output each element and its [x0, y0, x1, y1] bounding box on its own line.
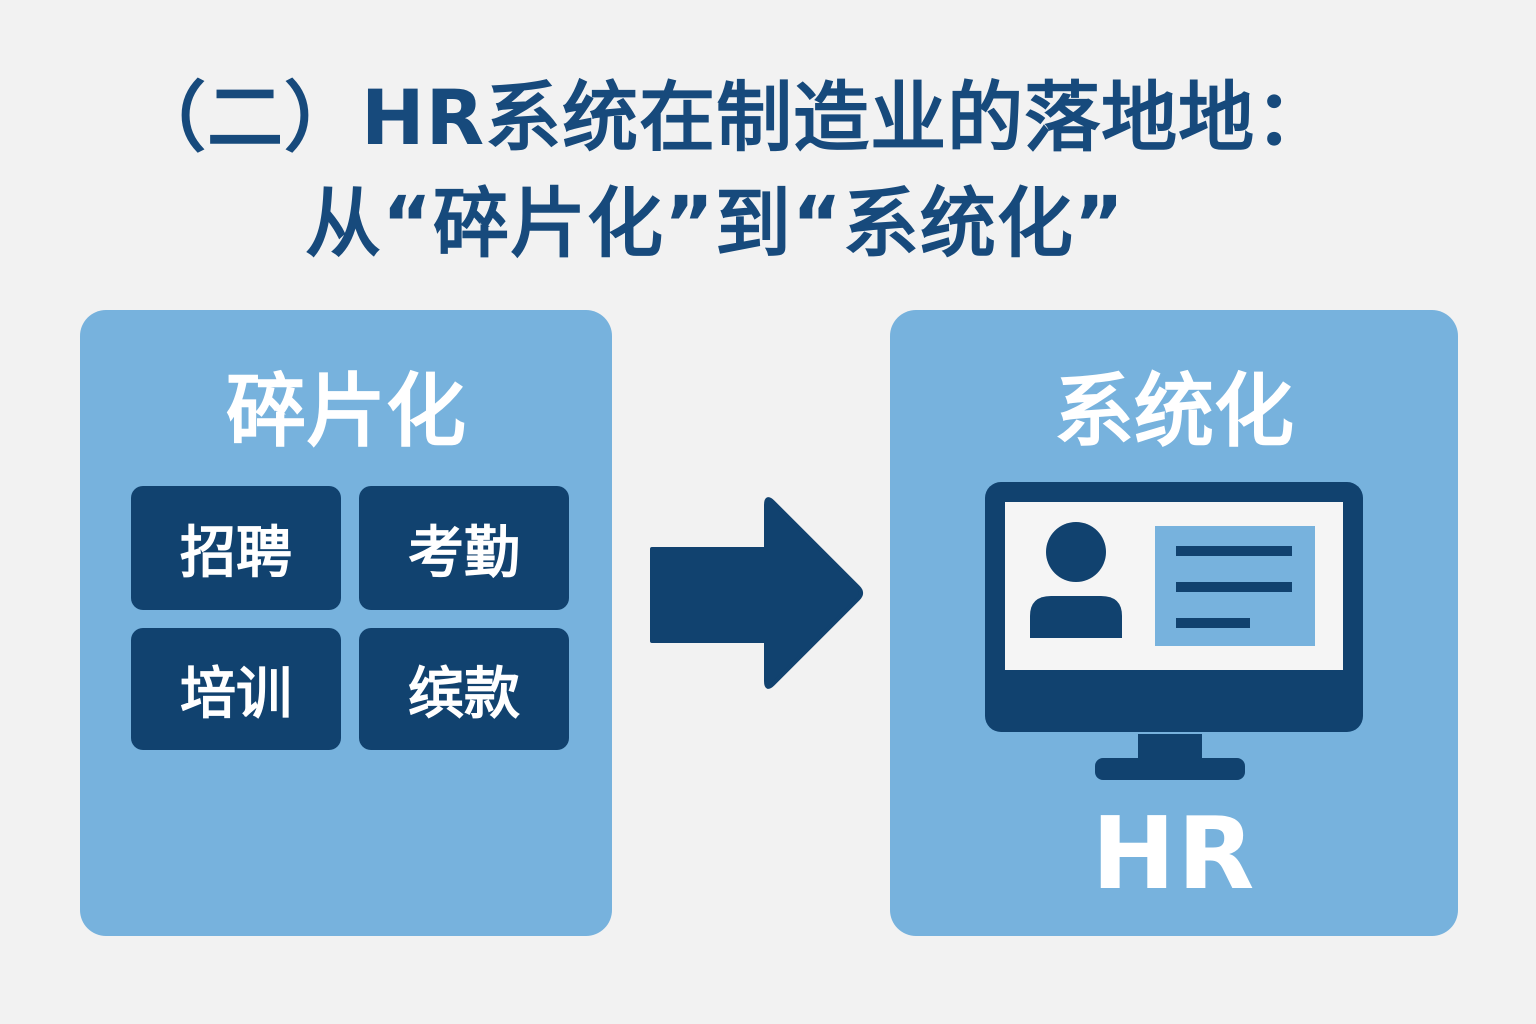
- fragmented-title: 碎片化: [226, 365, 466, 458]
- module-training: 培训: [131, 628, 341, 750]
- systemized-title: 系统化: [1054, 365, 1294, 458]
- module-attendance: 考勤: [359, 486, 569, 610]
- systemized-panel: 系统化 HR: [890, 310, 1458, 936]
- title-line-2: 从“碎片化”到“系统化”: [305, 179, 1125, 268]
- module-recruitment: 招聘: [131, 486, 341, 610]
- module-payroll: 缤款: [359, 628, 569, 750]
- hr-monitor-icon: [983, 482, 1367, 784]
- page-title: （二）HR系统在制造业的落地地： 从“碎片化”到“系统化”: [0, 0, 1536, 280]
- right-arrow-icon: [650, 495, 864, 691]
- hr-label: HR: [1091, 795, 1257, 912]
- title-line-1: （二）HR系统在制造业的落地地：: [130, 73, 1333, 162]
- fragmented-panel: 碎片化 招聘 考勤 培训 缤款: [80, 310, 612, 936]
